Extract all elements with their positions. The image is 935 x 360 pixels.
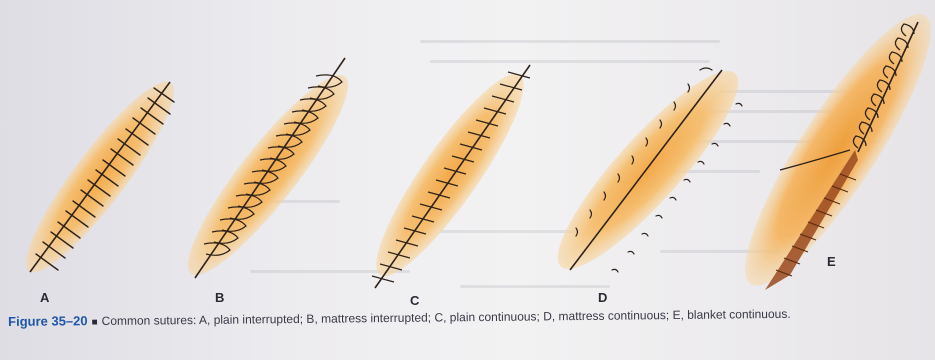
caption-bullet: ■ [92, 317, 98, 328]
panel-label-e: E [827, 254, 836, 269]
figure-caption: Figure 35–20 ■ Common sutures: A, plain in… [8, 303, 928, 332]
panel-label-d: D [598, 290, 607, 305]
caption-text: Common sutures: A, plain interrupted; B,… [102, 307, 791, 328]
suture-illustrations [0, 0, 935, 305]
panel-label-b: B [215, 290, 224, 305]
panel-c-plain-continuous [357, 59, 543, 291]
panel-b-mattress-interrupted [169, 58, 367, 291]
figure-number: Figure 35–20 [8, 313, 88, 329]
panel-d-mattress-continuous [537, 52, 759, 288]
panel-label-a: A [40, 290, 49, 305]
panel-a-plain-interrupted [8, 67, 192, 287]
panel-label-c: C [410, 293, 419, 308]
